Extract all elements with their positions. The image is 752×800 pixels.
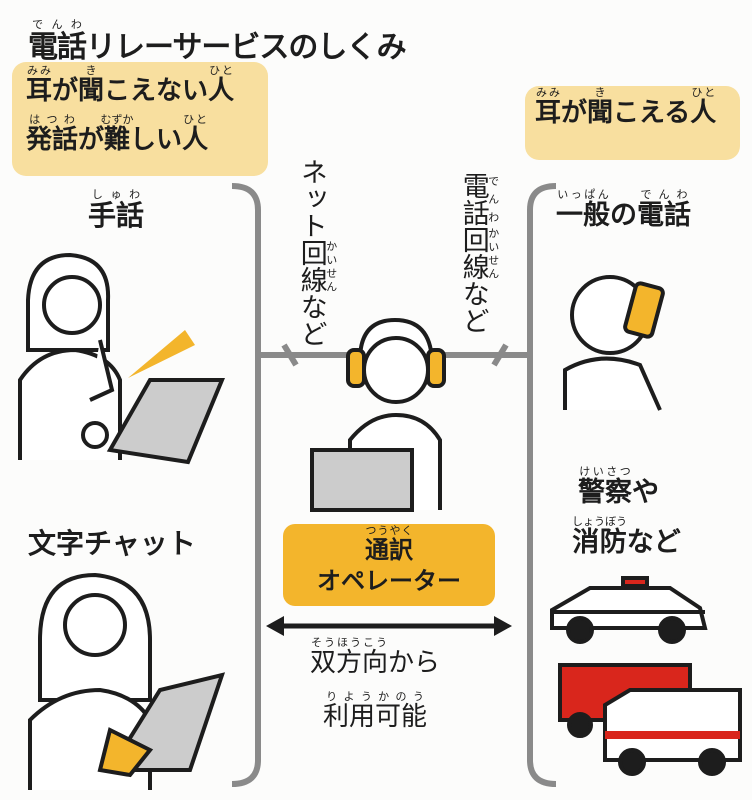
speech-difficulty-label: 発話はつわが難むずかしい人ひと — [26, 112, 209, 155]
cannot-hear-label: 耳みみが聞きこえない人ひと — [26, 64, 235, 106]
bidirectional-label: 双方向そうほうこうから — [309, 636, 441, 678]
interpreter-label: 通訳つうやく — [365, 524, 413, 564]
operator-illustration — [310, 317, 446, 512]
ambulance-illustration — [603, 688, 742, 776]
police-car-illustration — [550, 576, 708, 644]
general-phone-label: 一般いっぱんの電話でんわ — [556, 188, 691, 231]
interpreter-operator-box: 通訳つうやく オペレーター — [283, 524, 495, 606]
right-group-label: 耳みみが聞きこえる人ひと — [525, 86, 740, 160]
fire-dept-label: 消防しょうぼうなど — [572, 515, 681, 558]
left-bracket — [231, 183, 348, 787]
sign-language-person-illustration — [18, 252, 225, 465]
bidirectional-arrow — [266, 616, 512, 636]
left-group-label: 耳みみが聞きこえない人ひと 発話はつわが難むずかしい人ひと — [12, 62, 268, 176]
page-title: 電話でんわリレーサービスのしくみ — [28, 18, 407, 65]
phone-caller-illustration — [563, 275, 665, 411]
internet-line-label: ネット回線かいせんなど — [295, 158, 338, 347]
text-chat-label: 文字チャット — [28, 527, 196, 560]
operator-label: オペレーター — [317, 567, 461, 596]
available-label: 利用可能りようかのう — [322, 690, 427, 732]
right-bracket — [440, 183, 557, 787]
police-label: 警察けいさつや — [578, 465, 659, 508]
text-chat-person-illustration — [28, 572, 226, 790]
phone-line-label: 電話でんわ回線かいせんなど — [457, 172, 500, 334]
sign-language-label: 手話しゅわ — [88, 188, 145, 232]
